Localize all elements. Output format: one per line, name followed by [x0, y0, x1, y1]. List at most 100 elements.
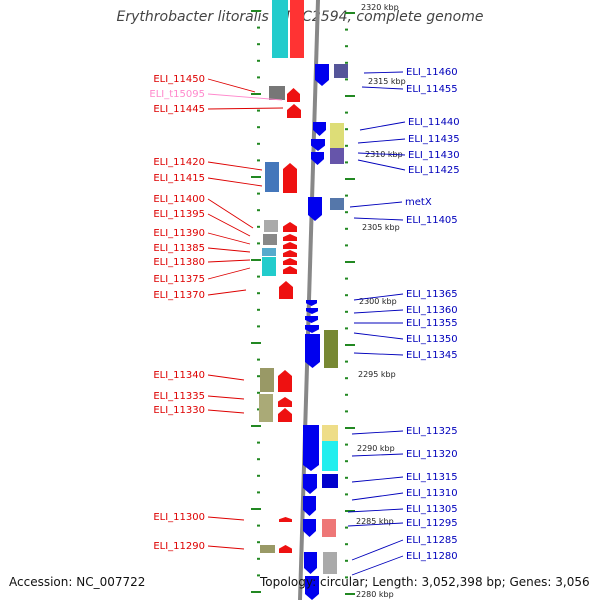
- right-leader-line: [353, 352, 404, 356]
- feature-box: [262, 257, 276, 276]
- reverse-gene-arrow: [306, 300, 317, 306]
- right-ruler-tick: [345, 28, 348, 31]
- feature-box: [259, 394, 273, 422]
- left-ruler-tick: [257, 391, 260, 394]
- kbp-scale-label: 2295 kbp: [358, 370, 396, 379]
- reverse-gene-arrow: [305, 316, 318, 323]
- right-ruler-tick: [345, 128, 348, 131]
- left-ruler-tick: [257, 474, 260, 477]
- right-ruler-tick: [345, 227, 348, 230]
- left-ruler-tick: [257, 109, 260, 112]
- left-gene-label: ELI_11400: [153, 194, 205, 205]
- right-ruler-tick: [345, 460, 348, 463]
- right-ruler-tick: [345, 95, 355, 97]
- right-leader-line: [361, 86, 404, 90]
- right-ruler-tick: [345, 45, 348, 48]
- left-gene-label: ELI_11290: [153, 541, 205, 552]
- right-ruler-tick: [345, 310, 348, 313]
- forward-gene-arrow: [287, 88, 300, 102]
- right-gene-label: ELI_11365: [406, 289, 458, 300]
- right-gene-label: ELI_11435: [408, 134, 460, 145]
- reverse-gene-arrow: [303, 474, 317, 494]
- kbp-scale-label: 2315 kbp: [368, 77, 406, 86]
- feature-box: [323, 552, 337, 574]
- reverse-gene-arrow: [315, 64, 329, 86]
- feature-box: [263, 234, 277, 245]
- right-gene-label: ELI_11430: [408, 150, 460, 161]
- left-leader-line: [207, 107, 284, 110]
- left-ruler-tick: [251, 508, 261, 510]
- left-gene-label: ELI_11450: [153, 74, 205, 85]
- right-ruler-tick: [345, 510, 355, 512]
- left-gene-label: ELI_11335: [153, 391, 205, 402]
- left-ruler-tick: [257, 76, 260, 79]
- forward-gene-arrow: [283, 234, 297, 241]
- right-gene-label: ELI_11425: [408, 165, 460, 176]
- left-ruler-tick: [257, 43, 260, 46]
- left-leader-line: [207, 232, 251, 245]
- left-ruler-tick: [257, 358, 260, 361]
- feature-box: [272, 0, 288, 58]
- left-ruler-tick: [251, 176, 261, 178]
- left-gene-label: ELI_11300: [153, 512, 205, 523]
- right-ruler-tick: [345, 194, 348, 197]
- right-gene-label: ELI_11315: [406, 472, 458, 483]
- left-gene-label: ELI_11445: [153, 104, 205, 115]
- feature-box: [322, 425, 338, 441]
- left-ruler-tick: [257, 441, 260, 444]
- left-leader-line: [207, 213, 251, 237]
- right-ruler-tick: [345, 526, 348, 529]
- right-leader-line: [351, 555, 404, 576]
- accession-text: Accession: NC_007722: [9, 575, 146, 589]
- forward-gene-arrow: [283, 222, 297, 232]
- left-leader-line: [207, 545, 245, 550]
- forward-gene-arrow: [279, 517, 292, 522]
- left-ruler-tick: [251, 591, 261, 593]
- reverse-gene-arrow: [305, 325, 319, 333]
- forward-gene-arrow: [283, 250, 297, 257]
- feature-box: [322, 474, 338, 488]
- feature-box: [322, 519, 336, 537]
- forward-gene-arrow: [287, 104, 301, 118]
- right-ruler-tick: [345, 294, 348, 297]
- reverse-gene-arrow: [313, 122, 326, 136]
- right-ruler-tick: [345, 244, 348, 247]
- left-ruler-tick: [251, 259, 261, 261]
- kbp-scale-label: 2290 kbp: [357, 444, 395, 453]
- right-ruler-tick: [345, 12, 355, 14]
- right-leader-line: [357, 138, 406, 144]
- right-gene-label: ELI_11325: [406, 426, 458, 437]
- forward-gene-arrow: [278, 397, 292, 407]
- right-leader-line: [353, 217, 404, 221]
- left-leader-line: [207, 259, 251, 263]
- right-ruler-tick: [345, 344, 355, 346]
- right-gene-label: ELI_11440: [408, 117, 460, 128]
- right-leader-line: [353, 293, 404, 301]
- left-ruler-tick: [257, 458, 260, 461]
- forward-gene-arrow: [283, 163, 297, 193]
- left-leader-line: [207, 247, 251, 253]
- left-ruler-tick: [257, 524, 260, 527]
- left-ruler-tick: [257, 408, 260, 411]
- right-ruler-tick: [345, 161, 348, 164]
- feature-box: [262, 248, 276, 256]
- forward-gene-arrow: [278, 408, 292, 422]
- right-gene-label: ELI_11355: [406, 318, 458, 329]
- left-ruler-tick: [251, 425, 261, 427]
- right-gene-label: ELI_11280: [406, 551, 458, 562]
- right-ruler-tick: [345, 543, 348, 546]
- right-gene-label: ELI_11405: [406, 215, 458, 226]
- right-leader-line: [351, 539, 404, 561]
- feature-box: [265, 162, 279, 192]
- feature-box: [290, 0, 304, 58]
- feature-box: [330, 123, 344, 149]
- right-ruler-tick: [345, 360, 348, 363]
- kbp-scale-label: 2280 kbp: [356, 590, 394, 599]
- kbp-scale-label: 2320 kbp: [361, 3, 399, 12]
- right-ruler-tick: [345, 178, 355, 180]
- left-leader-line: [207, 409, 245, 414]
- right-gene-label: ELI_11295: [406, 518, 458, 529]
- right-leader-line: [357, 152, 406, 156]
- left-ruler-tick: [257, 541, 260, 544]
